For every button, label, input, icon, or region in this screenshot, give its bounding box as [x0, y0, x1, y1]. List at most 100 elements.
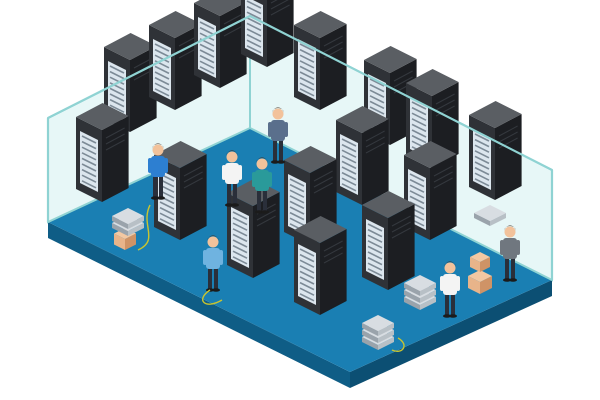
rack-slot [109, 82, 125, 91]
rack-top [149, 11, 202, 38]
rack-slot [299, 265, 315, 274]
rack-slot [289, 200, 305, 210]
rack-top [294, 11, 347, 38]
rack-top [294, 216, 347, 243]
rack-slot [369, 100, 385, 110]
rack-slot [367, 223, 383, 232]
rack-slot [409, 190, 425, 199]
rack-slot [369, 89, 385, 98]
rack-slot [109, 70, 125, 80]
shoe [503, 278, 511, 282]
cable [391, 337, 405, 352]
rack-slot [154, 48, 170, 58]
head [272, 108, 284, 120]
rack-slot [367, 251, 383, 260]
shoe [231, 203, 239, 207]
rack-top [364, 46, 417, 73]
rack-slot [154, 43, 170, 52]
unit-side [490, 213, 506, 226]
shoe [255, 210, 263, 214]
unit-front [362, 330, 378, 343]
rack-vent [183, 165, 203, 177]
leg [227, 183, 231, 205]
rack-slot [474, 144, 490, 153]
unit-side [378, 323, 394, 336]
rack-slot [474, 178, 490, 187]
server-rack [364, 46, 417, 145]
rack-slot [199, 43, 215, 53]
arm [456, 276, 460, 291]
rack-slot [299, 88, 315, 97]
unit-top [112, 208, 144, 224]
server-rack [294, 11, 347, 110]
unit-side [420, 290, 436, 303]
rack-vent [105, 139, 125, 151]
head [152, 144, 164, 156]
shoe [443, 314, 451, 318]
arm [268, 122, 272, 137]
unit-side [420, 297, 436, 310]
unit-side [378, 330, 394, 343]
arm [252, 172, 256, 187]
leg [153, 176, 157, 198]
rack-slot [199, 49, 215, 58]
rack-slot [289, 195, 305, 204]
arm [148, 158, 152, 173]
cardboard-box [468, 270, 492, 294]
rack-vent [270, 0, 278, 4]
torso [206, 248, 220, 269]
rack-slot [109, 87, 125, 97]
unit-front [404, 290, 420, 303]
shoe [449, 314, 457, 318]
rack-vent [365, 136, 385, 148]
rack-vent [435, 105, 455, 117]
technician [440, 261, 460, 318]
rack-slot [299, 60, 315, 69]
cardboard-box [470, 252, 490, 272]
rack-slot [109, 104, 125, 113]
unit-front [362, 323, 378, 336]
server-unit-stack [112, 208, 144, 236]
glass-edge-top [47, 14, 553, 171]
rack-slot [81, 180, 97, 189]
rack-slot [81, 152, 97, 161]
leg [451, 294, 455, 316]
torso [443, 274, 457, 295]
server-rack [336, 106, 389, 205]
rack-slot [411, 129, 427, 138]
server-rack [284, 146, 337, 245]
rack-slot [341, 149, 357, 158]
rack-side-face [388, 204, 415, 290]
torso [271, 120, 285, 141]
rack-vent [323, 240, 343, 252]
rack-slot [367, 234, 383, 243]
rack-vent [323, 41, 343, 53]
technician [148, 143, 168, 200]
rack-slot [159, 212, 175, 221]
rack-side-face [495, 114, 522, 200]
arm [164, 158, 168, 173]
rack-slot [199, 60, 215, 69]
rack-slot [199, 21, 215, 30]
arm [222, 165, 226, 180]
rack-slot [299, 270, 315, 280]
rack-slot [409, 178, 425, 188]
shoe [509, 278, 517, 282]
technician [268, 107, 288, 164]
rack-vent [393, 70, 413, 82]
rack-slot [341, 138, 357, 147]
unit-front [112, 216, 128, 229]
rack-slot [474, 161, 490, 170]
rack-slot [299, 48, 315, 58]
arm [219, 250, 223, 265]
rack-slot [109, 65, 125, 74]
rack-slot [369, 106, 385, 115]
rack-slot [199, 54, 215, 64]
rack-slot [299, 253, 315, 263]
rack-slot [159, 218, 175, 227]
technician [500, 225, 520, 282]
rack-slot [299, 82, 315, 91]
server-rack [406, 69, 459, 168]
leg [445, 294, 449, 316]
rack-slot [299, 65, 315, 75]
